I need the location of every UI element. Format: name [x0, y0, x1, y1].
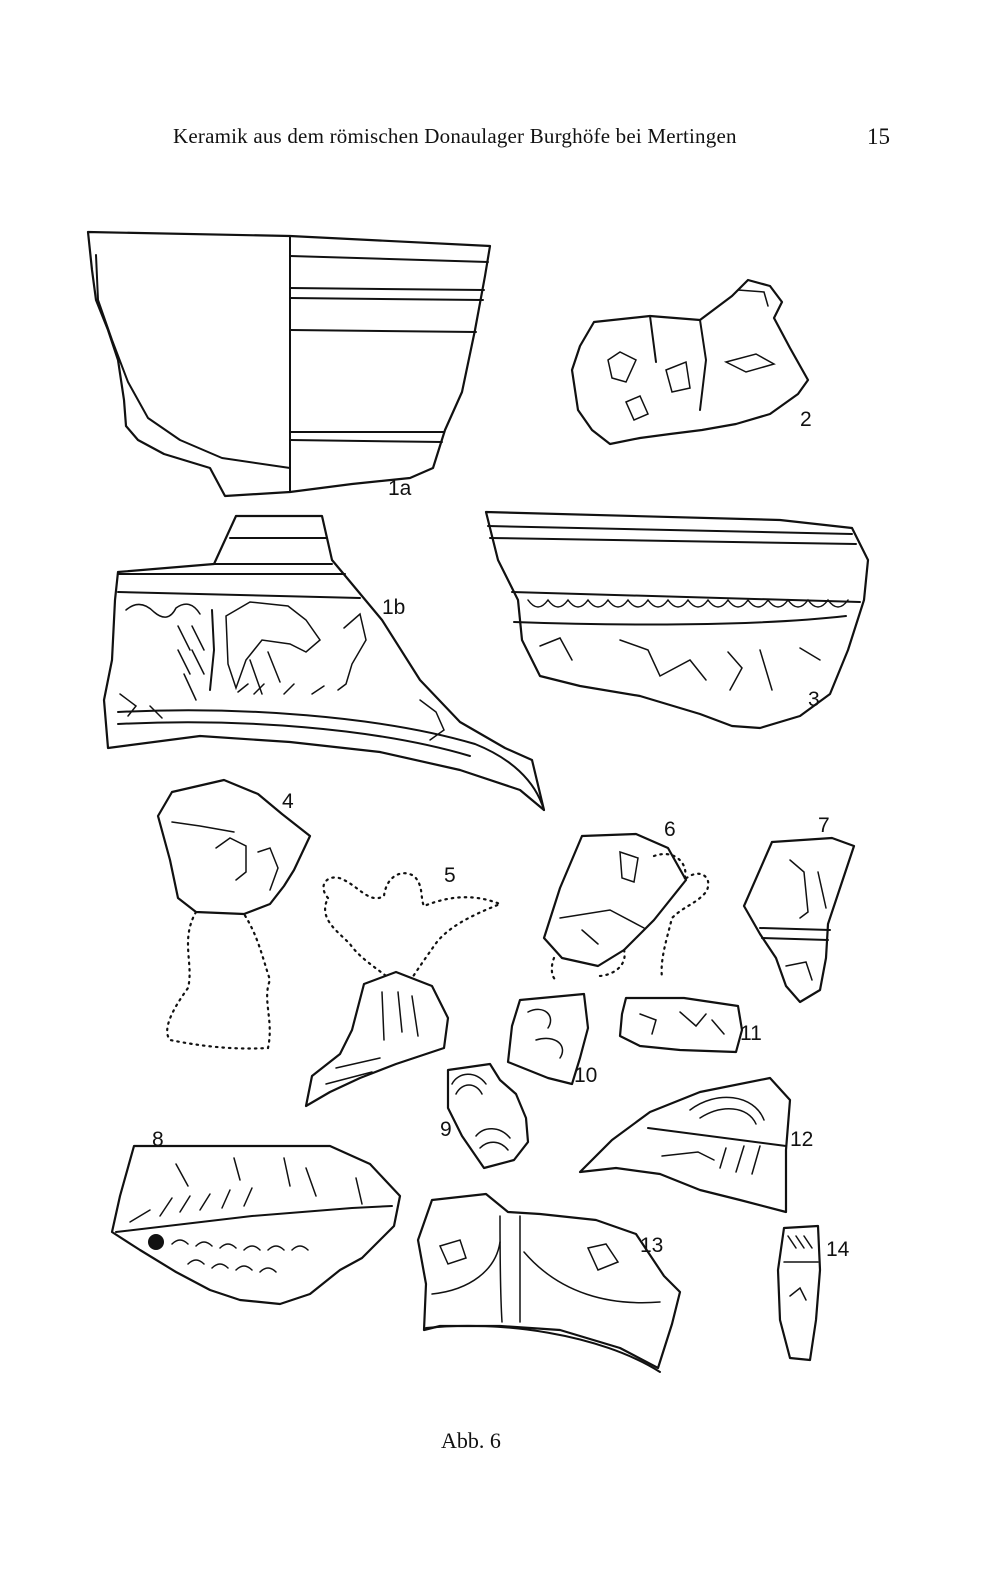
- fig-label-12: 12: [790, 1128, 813, 1151]
- sherd-3: 3: [484, 510, 870, 730]
- sherd-2: 2: [570, 278, 812, 446]
- sherd-12: 12: [578, 1076, 813, 1214]
- fig-label-1b: 1b: [382, 596, 405, 619]
- fig-label-8: 8: [152, 1128, 164, 1151]
- fig-label-13: 13: [640, 1234, 663, 1257]
- sherd-9: 9: [440, 1062, 530, 1170]
- figure-caption: Abb. 6: [441, 1428, 501, 1453]
- fig-label-10: 10: [574, 1064, 597, 1087]
- fig-label-9: 9: [440, 1118, 452, 1141]
- sherd-1a: 1a: [86, 230, 492, 500]
- fig-label-11: 11: [740, 1022, 762, 1045]
- sherd-1b: 1b: [102, 514, 546, 812]
- fig-label-7: 7: [818, 814, 830, 837]
- sherd-6: 6: [542, 818, 710, 982]
- sherd-10: 10: [506, 992, 597, 1087]
- fig-label-2: 2: [800, 408, 812, 431]
- sherd-5: 5: [304, 864, 503, 1108]
- sherd-14: 14: [776, 1224, 850, 1362]
- page-number: 15: [867, 124, 890, 149]
- fig-label-3: 3: [808, 688, 820, 711]
- sherd-4: 4: [156, 778, 312, 1050]
- running-title: Keramik aus dem römischen Donaulager Bur…: [173, 124, 737, 148]
- fig-label-4: 4: [282, 790, 294, 813]
- sherd-13: 13: [416, 1192, 682, 1373]
- fig-label-14: 14: [826, 1238, 850, 1261]
- fig-label-6: 6: [664, 818, 676, 841]
- fig-label-1a: 1a: [388, 477, 412, 500]
- sherd-11: 11: [618, 996, 762, 1054]
- sherd-7: 7: [742, 814, 856, 1004]
- sherd-8: 8: [110, 1128, 402, 1306]
- fig-label-5: 5: [444, 864, 456, 887]
